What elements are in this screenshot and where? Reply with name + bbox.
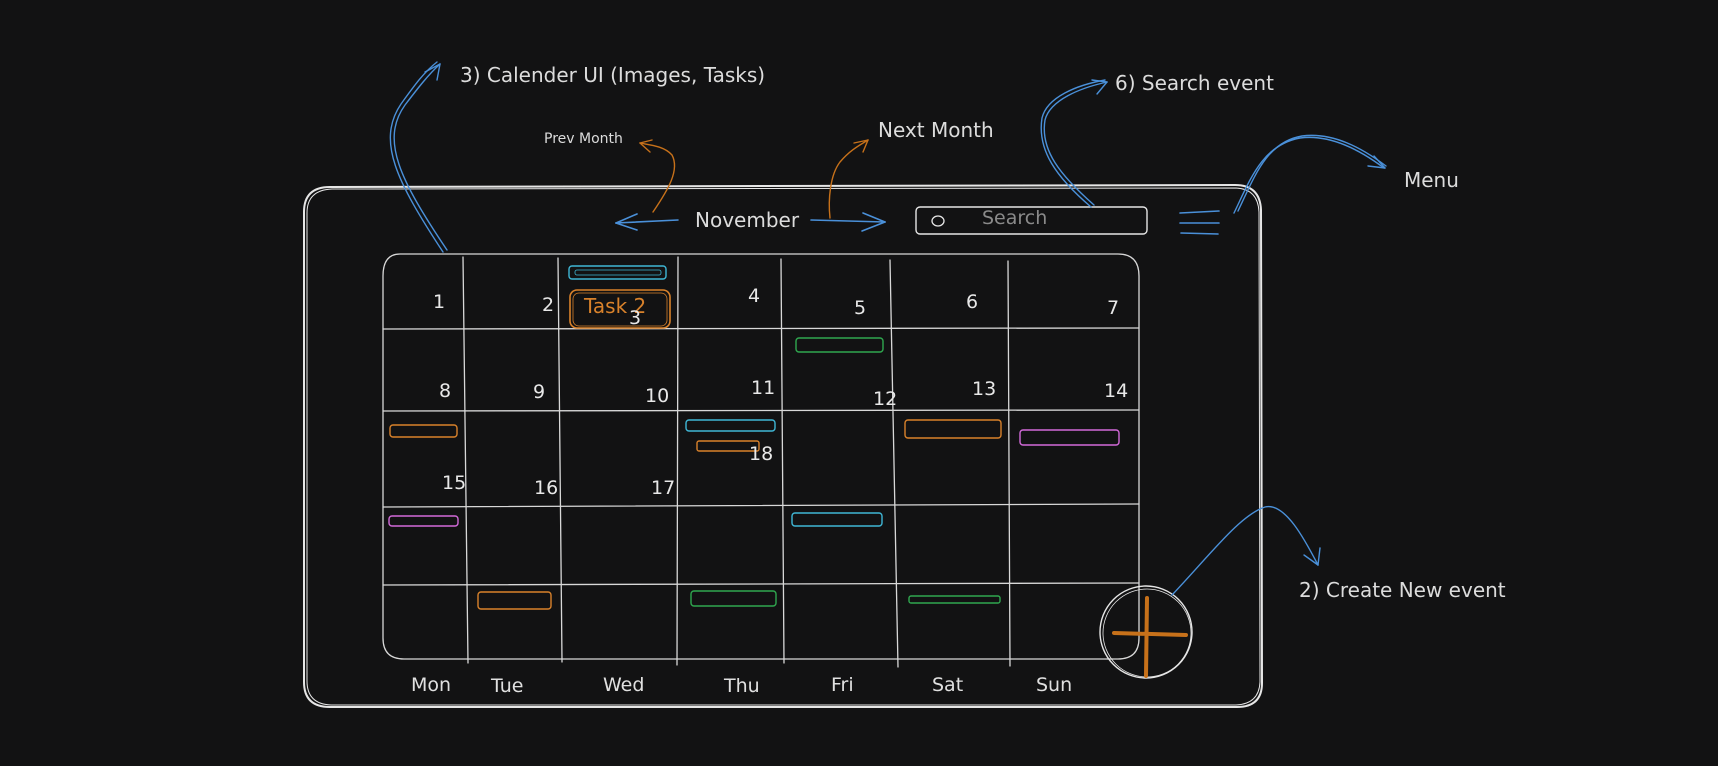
day-number[interactable]: 16 xyxy=(534,477,559,499)
annotation-arrow-prev-month xyxy=(639,139,676,213)
day-number[interactable]: 9 xyxy=(533,381,546,403)
weekday-mon: Mon xyxy=(411,674,452,696)
day-number[interactable]: 17 xyxy=(651,477,676,499)
annotation-menu: Menu xyxy=(1404,168,1459,192)
event-bar xyxy=(389,424,458,438)
month-title: November xyxy=(695,208,800,232)
annotation-create-event: 2) Create New event xyxy=(1299,578,1506,602)
annotation-calendar-ui: 3) Calender UI (Images, Tasks) xyxy=(460,63,766,87)
event-bar xyxy=(696,440,760,452)
weekday-sun: Sun xyxy=(1036,674,1073,696)
search-input[interactable]: Search xyxy=(982,207,1048,229)
annotation-arrow-next-month xyxy=(828,139,869,219)
search-box[interactable] xyxy=(915,206,1148,235)
annotation-arrow-menu xyxy=(1233,134,1387,214)
day-number[interactable]: 15 xyxy=(442,472,467,494)
annotation-arrow-create-event xyxy=(1171,506,1321,596)
event-bar xyxy=(908,595,1001,604)
event-bar xyxy=(685,419,776,432)
day-number[interactable]: 10 xyxy=(645,385,670,407)
day-number[interactable]: 11 xyxy=(751,377,776,399)
event-bars xyxy=(388,265,1120,610)
next-month-arrow[interactable] xyxy=(810,212,886,232)
annotation-arrow-calendar-ui xyxy=(389,61,448,253)
day-number[interactable]: 7 xyxy=(1107,297,1120,319)
event-bar xyxy=(574,269,662,276)
annotation-arrow-search xyxy=(1040,79,1108,208)
day-number[interactable]: 1 xyxy=(433,291,446,313)
day-number[interactable]: 2 xyxy=(542,294,555,316)
day-number[interactable]: 4 xyxy=(748,285,761,307)
app-frame xyxy=(303,184,1263,708)
day-number[interactable]: 5 xyxy=(854,297,867,319)
hamburger-menu-icon[interactable] xyxy=(1179,210,1220,235)
weekday-wed: Wed xyxy=(603,674,645,696)
day-number[interactable]: 18 xyxy=(749,443,774,465)
calendar-grid xyxy=(382,253,1140,668)
event-bar xyxy=(791,512,883,527)
day-number[interactable]: 14 xyxy=(1104,380,1129,402)
day-number[interactable]: 13 xyxy=(972,378,997,400)
event-bar xyxy=(690,590,777,607)
weekday-tue: Tue xyxy=(491,675,524,697)
search-icon xyxy=(931,215,945,227)
day-number[interactable]: 12 xyxy=(873,388,898,410)
event-bar xyxy=(477,591,552,610)
prev-month-arrow[interactable] xyxy=(615,213,679,231)
weekday-fri: Fri xyxy=(831,674,854,696)
plus-icon xyxy=(1112,596,1188,678)
day-number[interactable]: 8 xyxy=(439,380,452,402)
day-number[interactable]: 6 xyxy=(966,291,979,313)
event-bar xyxy=(795,337,884,353)
weekday-sat: Sat xyxy=(932,674,964,696)
event-bar xyxy=(388,515,459,527)
annotation-search-event: 6) Search event xyxy=(1115,71,1274,95)
task-2-label[interactable]: Task 2 xyxy=(584,294,647,318)
event-bar xyxy=(1019,429,1120,446)
day-number[interactable]: 3 xyxy=(629,307,642,329)
annotation-next-month: Next Month xyxy=(878,118,994,142)
task-2-box[interactable] xyxy=(569,289,671,329)
event-bar xyxy=(904,419,1002,439)
weekday-thu: Thu xyxy=(724,675,760,697)
annotation-prev-month: Prev Month xyxy=(544,131,623,147)
event-bar xyxy=(568,265,667,280)
